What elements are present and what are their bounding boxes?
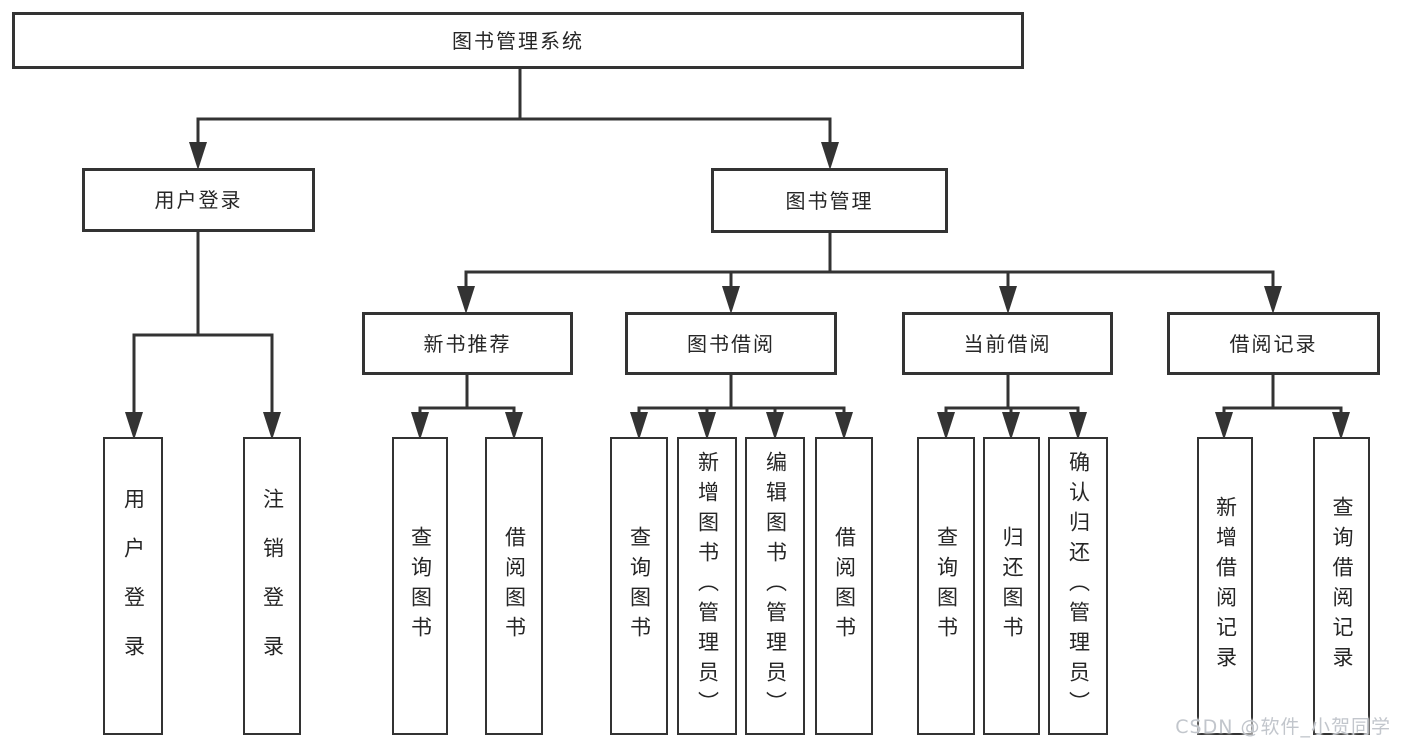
node-label: 借阅图书: [832, 526, 857, 646]
leaf-borrowing-edit-books-admin: 编辑图书（管理员）: [745, 437, 805, 735]
connector-user-login: [132, 223, 274, 418]
arrowhead: [263, 412, 281, 440]
arrowhead: [1332, 412, 1350, 440]
leaf-current-confirm-return-admin: 确认归还（管理员）: [1048, 437, 1108, 735]
connector-book-management: [464, 223, 1275, 292]
node-user-login: 用户登录: [82, 168, 315, 232]
node-label: 借阅图书: [502, 526, 527, 646]
leaf-user-login: 用户登录: [103, 437, 163, 735]
node-borrowing-records: 借阅记录: [1167, 312, 1380, 375]
node-label: 图书管理: [785, 188, 874, 213]
node-label: 新增图书（管理员）: [695, 451, 720, 721]
arrowhead: [835, 412, 853, 440]
node-new-book-recommendation: 新书推荐: [362, 312, 573, 375]
node-label: 查询图书: [934, 526, 959, 646]
arrowhead: [505, 412, 523, 440]
arrowhead: [1069, 412, 1087, 440]
node-current-borrowing: 当前借阅: [902, 312, 1113, 375]
leaf-borrowing-query-books: 查询图书: [610, 437, 668, 735]
node-book-borrowing: 图书借阅: [625, 312, 837, 375]
leaf-logout-login: 注销登录: [243, 437, 301, 735]
leaf-borrowing-add-books-admin: 新增图书（管理员）: [677, 437, 737, 735]
leaf-current-query-books: 查询图书: [917, 437, 975, 735]
csdn-watermark: CSDN @软件_小贺同学: [1175, 716, 1391, 738]
arrowhead: [457, 286, 475, 314]
arrowhead: [1264, 286, 1282, 314]
connector-new-book: [418, 368, 516, 418]
node-label: 用户登录: [121, 488, 146, 684]
connector-borrowing-records: [1222, 368, 1343, 418]
arrowhead: [411, 412, 429, 440]
arrowhead: [189, 142, 207, 170]
arrowhead: [999, 286, 1017, 314]
node-label: 注销登录: [260, 488, 285, 684]
connector-current-borrowing: [944, 368, 1080, 418]
arrowhead: [821, 142, 839, 170]
node-label: 用户登录: [154, 188, 243, 212]
node-label: 图书借阅: [687, 331, 775, 356]
arrowhead: [1002, 412, 1020, 440]
leaf-borrowing-borrow-books: 借阅图书: [815, 437, 873, 735]
node-label: 借阅记录: [1229, 331, 1318, 356]
arrowhead: [698, 412, 716, 440]
leaf-recommend-borrow-books: 借阅图书: [485, 437, 543, 735]
arrowhead: [1215, 412, 1233, 440]
node-label: 当前借阅: [963, 331, 1052, 356]
node-label: 归还图书: [1000, 526, 1024, 646]
arrowhead: [630, 412, 648, 440]
node-book-management: 图书管理: [711, 168, 948, 233]
connector-book-borrowing: [637, 368, 846, 418]
node-label: 编辑图书（管理员）: [763, 451, 788, 721]
node-label: 新增借阅记录: [1213, 496, 1238, 676]
node-library-system: 图书管理系统: [12, 12, 1024, 69]
node-label: 查询图书: [408, 526, 433, 646]
node-label: 确认归还（管理员）: [1066, 451, 1091, 721]
arrowhead: [722, 286, 740, 314]
node-label: 图书管理系统: [452, 28, 584, 53]
connector-root: [196, 58, 832, 148]
arrowhead: [766, 412, 784, 440]
node-label: 查询借阅记录: [1330, 496, 1354, 676]
arrowhead: [125, 412, 143, 440]
leaf-records-query-record: 查询借阅记录: [1313, 437, 1370, 735]
node-label: 查询图书: [627, 526, 652, 646]
leaf-recommend-query-books: 查询图书: [392, 437, 448, 735]
arrowhead: [937, 412, 955, 440]
node-label: 新书推荐: [423, 331, 512, 356]
leaf-current-return-books: 归还图书: [983, 437, 1040, 735]
leaf-records-add-record: 新增借阅记录: [1197, 437, 1253, 735]
